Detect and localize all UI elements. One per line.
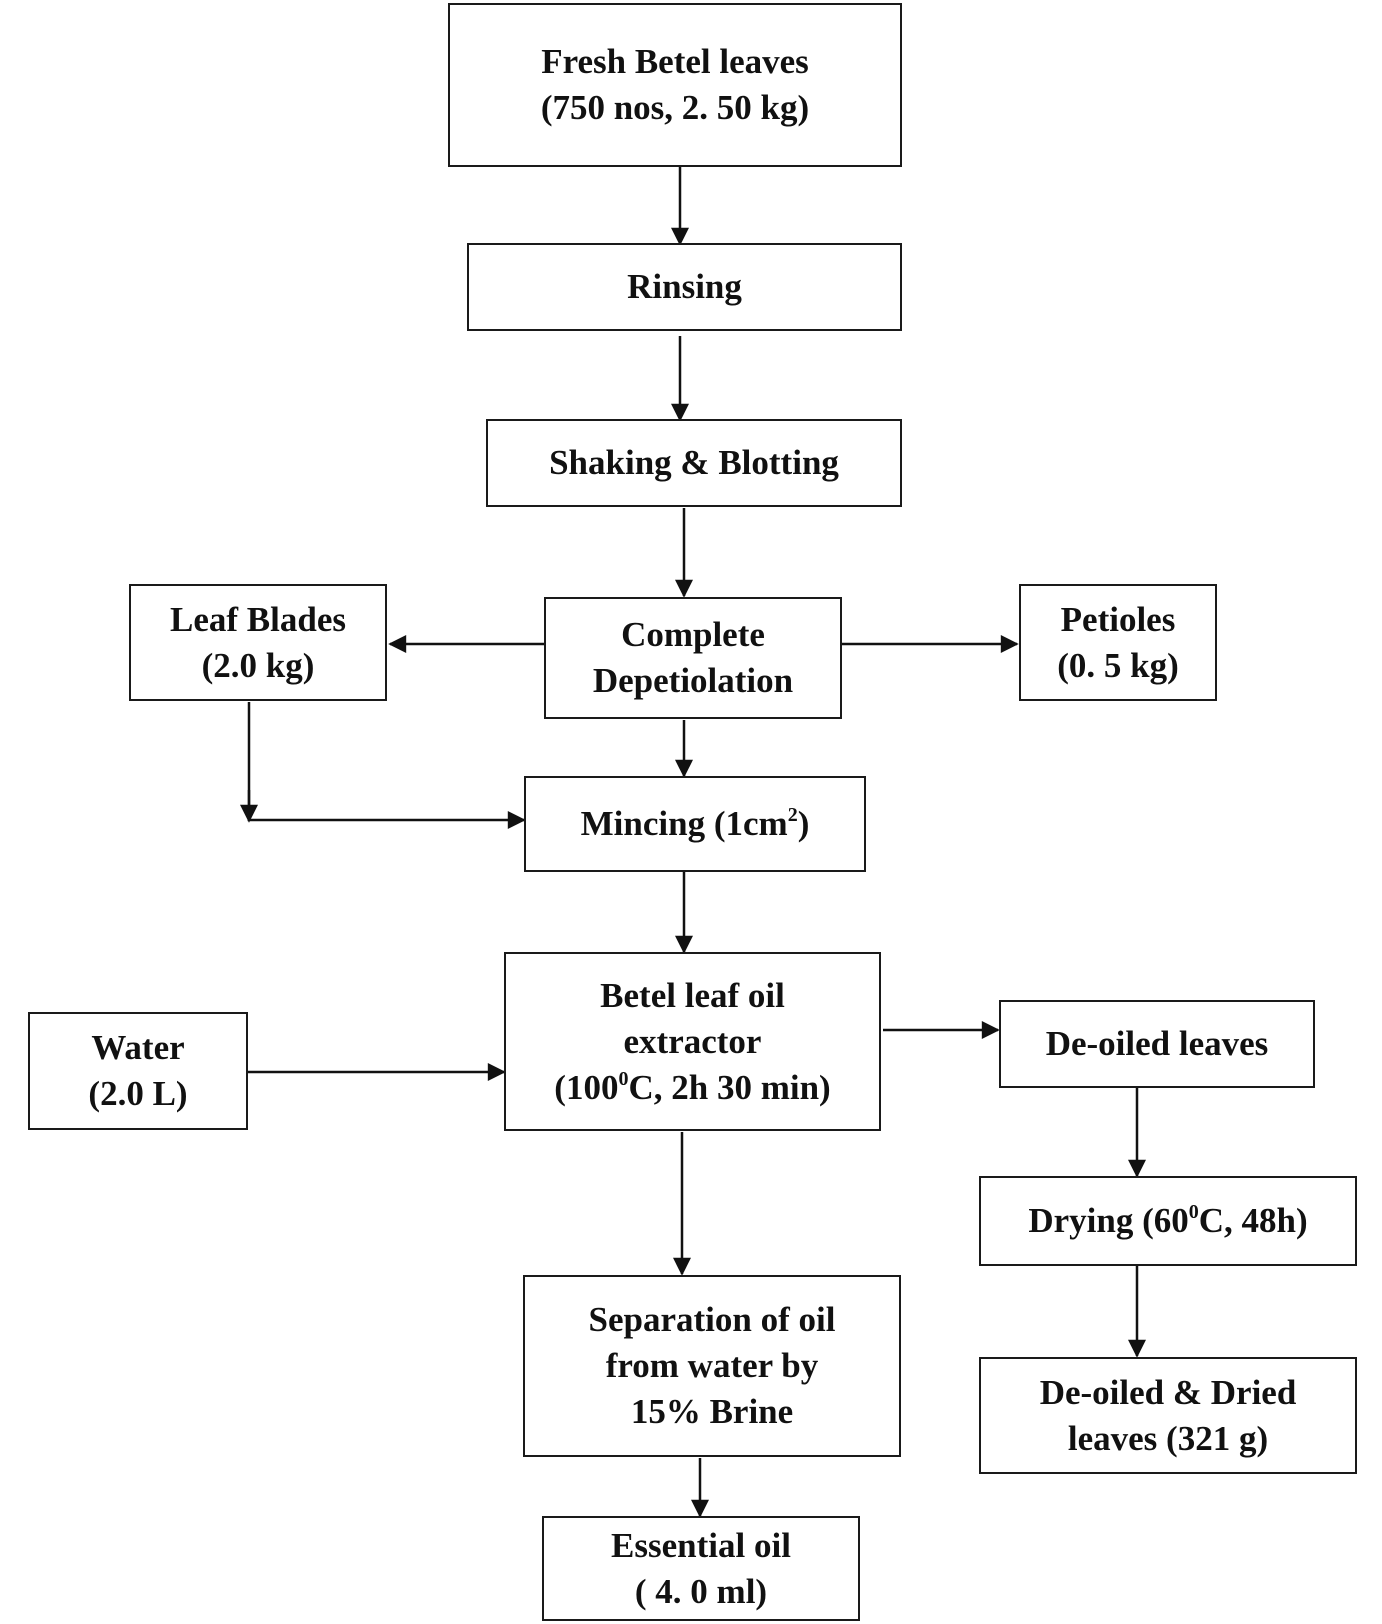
mincing-text: Mincing (1cm (580, 804, 788, 843)
deoiled-leaves-box: De-oiled leaves (999, 1000, 1315, 1088)
oil-extractor-box: Betel leaf oil extractor (1000C, 2h 30 m… (504, 952, 881, 1131)
fresh-betel-leaves-quantity: (750 nos, 2. 50 kg) (540, 88, 810, 127)
oil-extractor-degree: 0 (618, 1067, 629, 1090)
mincing-box: Mincing (1cm2) (524, 776, 866, 872)
deoiled-dried-line1: De-oiled & Dried (1039, 1372, 1297, 1412)
complete-depetiolation-box: Complete Depetiolation (544, 597, 842, 719)
drying-box: Drying (600C, 48h) (979, 1176, 1357, 1266)
mincing-superscript: 2 (787, 804, 798, 826)
separation-line2: from water by (605, 1346, 819, 1385)
deoiled-leaves-label: De-oiled leaves (1045, 1024, 1269, 1063)
essential-oil-volume: ( 4. 0 ml) (634, 1571, 768, 1611)
drying-label: Drying (600C, 48h) (1028, 1198, 1307, 1244)
drying-pre: Drying (60 (1028, 1201, 1189, 1240)
petioles-box: Petioles (0. 5 kg) (1019, 584, 1217, 701)
water-label: Water (91, 1028, 185, 1067)
shaking-blotting-box: Shaking & Blotting (486, 419, 902, 507)
oil-extractor-line2: extractor (623, 1021, 762, 1061)
shaking-blotting-label: Shaking & Blotting (549, 443, 839, 482)
fresh-betel-leaves-label: Fresh Betel leaves (541, 42, 809, 81)
separation-line3: 15% Brine (630, 1392, 794, 1431)
water-volume: (2.0 L) (88, 1074, 188, 1113)
drying-degree: 0 (1188, 1201, 1199, 1223)
separation-line1: Separation of oil (588, 1300, 836, 1339)
fresh-betel-leaves-box: Fresh Betel leaves (750 nos, 2. 50 kg) (448, 3, 902, 167)
oil-extractor-conditions: (1000C, 2h 30 min) (554, 1065, 830, 1111)
leaf-blades-label: Leaf Blades (170, 599, 346, 639)
leaf-blades-weight: (2.0 kg) (201, 645, 315, 685)
leaf-blades-box: Leaf Blades (2.0 kg) (129, 584, 387, 701)
essential-oil-box: Essential oil ( 4. 0 ml) (542, 1516, 860, 1621)
water-box: Water (2.0 L) (28, 1012, 248, 1130)
complete-depetiolation-line1: Complete (621, 615, 765, 654)
petioles-label: Petioles (1060, 599, 1176, 639)
mincing-label: Mincing (1cm2) (581, 801, 810, 847)
deoiled-dried-line2: leaves (321 g) (1067, 1418, 1269, 1458)
oil-extractor-line1: Betel leaf oil (600, 975, 785, 1015)
rinsing-label: Rinsing (627, 267, 742, 306)
arrow-leafblades-to-mincing (247, 702, 526, 829)
mincing-close: ) (797, 804, 810, 843)
deoiled-dried-leaves-box: De-oiled & Dried leaves (321 g) (979, 1357, 1357, 1474)
drying-post: C, 48h) (1198, 1201, 1308, 1240)
separation-box: Separation of oil from water by 15% Brin… (523, 1275, 901, 1457)
rinsing-box: Rinsing (467, 243, 902, 331)
petioles-weight: (0. 5 kg) (1057, 645, 1179, 685)
complete-depetiolation-line2: Depetiolation (592, 661, 794, 700)
oil-extractor-conditions-post: C, 2h 30 min) (628, 1067, 831, 1107)
essential-oil-label: Essential oil (611, 1525, 791, 1565)
oil-extractor-conditions-pre: (100 (554, 1067, 619, 1107)
